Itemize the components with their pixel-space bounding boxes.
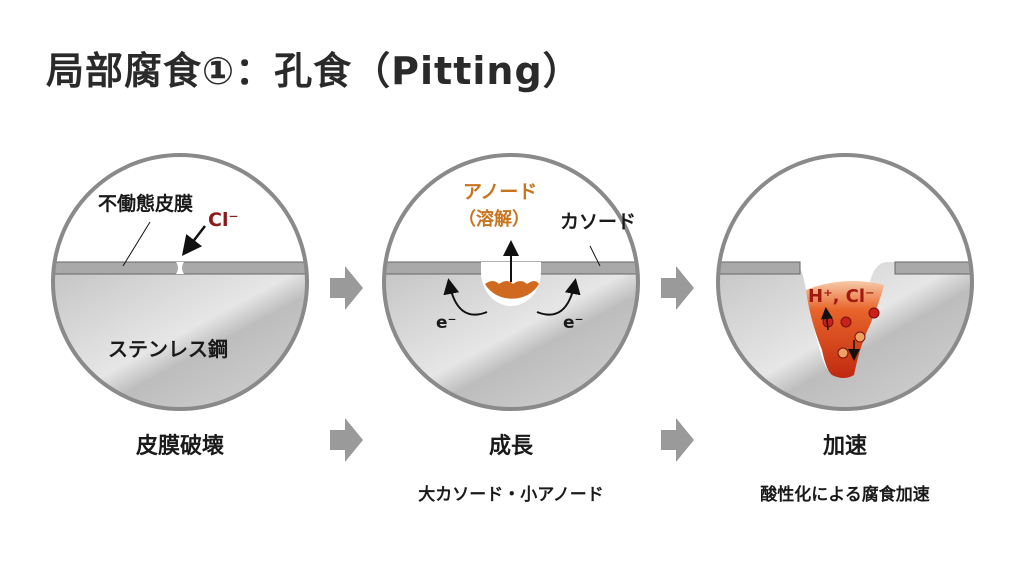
electron-right-label: e⁻ (563, 313, 584, 333)
subcaption-acceleration: 酸性化による腐食加速 (760, 485, 930, 505)
anode-dissolution-label: （溶解） (458, 208, 530, 230)
passive-film-label: 不働態皮膜 (98, 192, 193, 215)
cathode-label: カソード (560, 211, 636, 233)
arrow-right-icon (330, 266, 363, 310)
caption-film-breakdown: 皮膜破壊 (135, 434, 224, 459)
arrow-right-icon (330, 418, 363, 462)
stainless-steel-label: ステンレス鋼 (108, 337, 228, 361)
page-title: 局部腐食①：孔食（Pitting） (46, 49, 582, 93)
caption-acceleration: 加速 (822, 434, 867, 459)
panel-film-breakdown (51, 153, 309, 411)
arrow-right-icon (661, 266, 694, 310)
anode-label: アノード (463, 181, 537, 203)
arrow-right-icon (661, 418, 694, 462)
chloride-label: Cl⁻ (208, 209, 239, 231)
hydrogen-chloride-ions-label: H⁺, Cl⁻ (808, 286, 875, 307)
electron-left-label: e⁻ (436, 313, 457, 333)
caption-growth: 成長 (488, 434, 533, 459)
subcaption-growth: 大カソード・小アノード (418, 485, 604, 505)
